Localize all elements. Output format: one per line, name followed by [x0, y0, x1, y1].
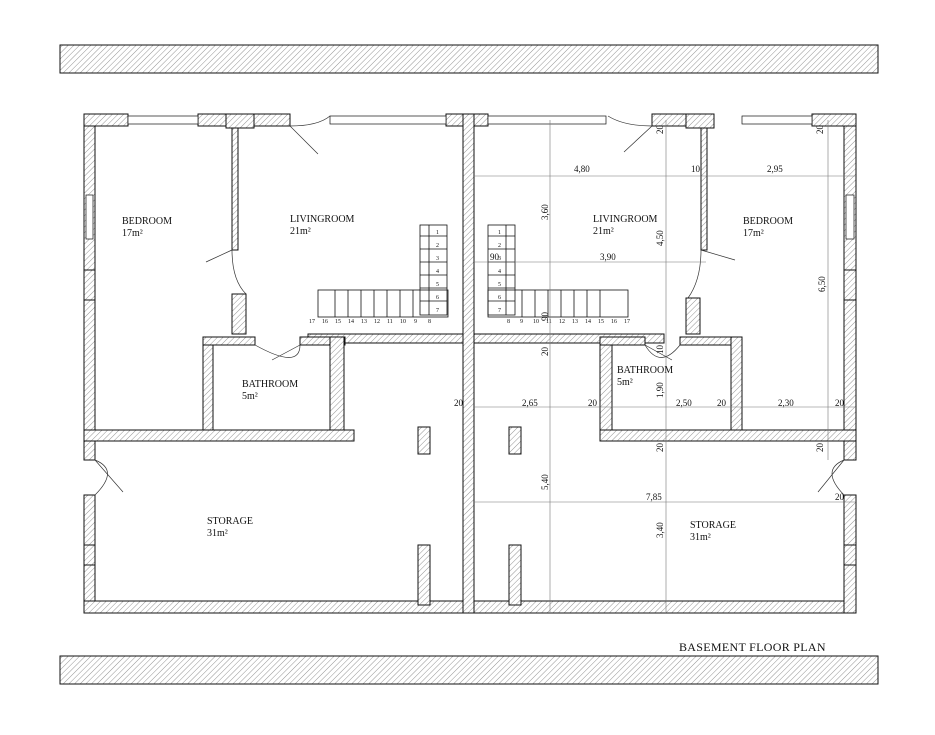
room-name-living-left: LIVINGROOM	[290, 214, 355, 225]
plan-title: BASEMENT FLOOR PLAN	[679, 640, 826, 654]
dimension-label: 20	[655, 125, 665, 135]
step-label: 7	[436, 308, 439, 314]
dimension-label: 20	[815, 125, 825, 135]
step-label: 14	[585, 319, 591, 325]
dimension-label: 3,90	[600, 252, 616, 262]
dimension-label: 1,90	[655, 382, 665, 398]
dimension-label: 6,50	[817, 276, 827, 292]
dimension-label: 3,40	[655, 522, 665, 538]
room-labels: BEDROOM 17m² LIVINGROOM 21m² BATHROOM 5m…	[122, 214, 793, 543]
doors	[94, 115, 845, 496]
step-label: 9	[520, 319, 523, 325]
dimension-label: 20	[540, 347, 550, 357]
room-area-bathroom-right: 5m²	[617, 377, 633, 388]
room-area-storage-right: 31m²	[690, 532, 711, 543]
dimension-label: 2,65	[522, 398, 538, 408]
dimension-label: 7,85	[646, 492, 662, 502]
room-area-living-left: 21m²	[290, 226, 311, 237]
step-label: 15	[335, 319, 341, 325]
dimension-label: 20	[454, 398, 464, 408]
dimension-labels: 4,80 10 2,95 3,60 4,50 90 3,90 6,50 20 2…	[454, 125, 845, 539]
dimension-label: 90	[540, 312, 550, 322]
bottom-border-band	[59, 655, 879, 685]
step-label: 13	[361, 319, 367, 325]
step-label: 15	[598, 319, 604, 325]
step-label: 9	[414, 319, 417, 325]
step-label: 12	[374, 319, 380, 325]
dimension-label: 20	[835, 398, 845, 408]
step-label: 10	[400, 319, 406, 325]
step-label: 8	[428, 319, 431, 325]
step-label: 3	[436, 256, 439, 262]
dimension-label: 20	[588, 398, 598, 408]
room-area-storage-left: 31m²	[207, 528, 228, 539]
room-name-bedroom-right: BEDROOM	[743, 216, 793, 227]
room-name-living-right: LIVINGROOM	[593, 214, 658, 225]
step-label: 13	[572, 319, 578, 325]
stairs-right	[487, 224, 629, 318]
interior-walls	[83, 113, 857, 614]
dimension-label: 20	[815, 443, 825, 453]
step-label: 8	[507, 319, 510, 325]
dimension-label: 2,30	[778, 398, 794, 408]
room-area-bedroom-left: 17m²	[122, 228, 143, 239]
step-label: 1	[498, 230, 501, 236]
step-label: 6	[436, 295, 439, 301]
step-label: 17	[624, 319, 630, 325]
step-label: 17	[309, 319, 315, 325]
step-label: 6	[498, 295, 501, 301]
room-name-bedroom-left: BEDROOM	[122, 216, 172, 227]
step-label: 1	[436, 230, 439, 236]
step-label: 5	[498, 282, 501, 288]
dimension-label: 90	[490, 252, 500, 262]
dimension-label: 5,40	[540, 474, 550, 490]
step-label: 14	[348, 319, 354, 325]
dimension-label: 20	[835, 492, 845, 502]
stairs-left	[317, 224, 449, 318]
dimension-label: 4,50	[655, 230, 665, 246]
dimension-label: 20	[717, 398, 727, 408]
dimension-label: 20	[655, 443, 665, 453]
step-label: 5	[436, 282, 439, 288]
dimension-label: 2,95	[767, 164, 783, 174]
step-label: 4	[498, 269, 501, 275]
room-name-storage-left: STORAGE	[207, 516, 253, 527]
step-label: 3	[498, 256, 501, 262]
step-label: 10	[533, 319, 539, 325]
step-label: 11	[387, 319, 393, 325]
room-name-storage-right: STORAGE	[690, 520, 736, 531]
room-name-bathroom-right: BATHROOM	[617, 365, 673, 376]
step-label: 2	[498, 243, 501, 249]
dimension-label: 10	[655, 345, 665, 355]
room-area-bedroom-right: 17m²	[743, 228, 764, 239]
step-label: 16	[611, 319, 617, 325]
stair-step-numbers: 1 2 3 4 5 6 7 17 16 15 14 13 12 11 10 9 …	[309, 230, 630, 325]
dimension-label: 4,80	[574, 164, 590, 174]
step-label: 2	[436, 243, 439, 249]
dimension-lines	[474, 120, 856, 612]
step-label: 7	[498, 308, 501, 314]
room-area-bathroom-left: 5m²	[242, 391, 258, 402]
room-area-living-right: 21m²	[593, 226, 614, 237]
step-label: 11	[546, 319, 552, 325]
step-label: 16	[322, 319, 328, 325]
top-border-band	[59, 44, 879, 74]
dimension-label: 10	[691, 164, 701, 174]
step-label: 12	[559, 319, 565, 325]
dimension-label: 3,60	[540, 204, 550, 220]
step-label: 4	[436, 269, 439, 275]
outer-walls	[83, 113, 857, 614]
room-name-bathroom-left: BATHROOM	[242, 379, 298, 390]
dimension-label: 2,50	[676, 398, 692, 408]
